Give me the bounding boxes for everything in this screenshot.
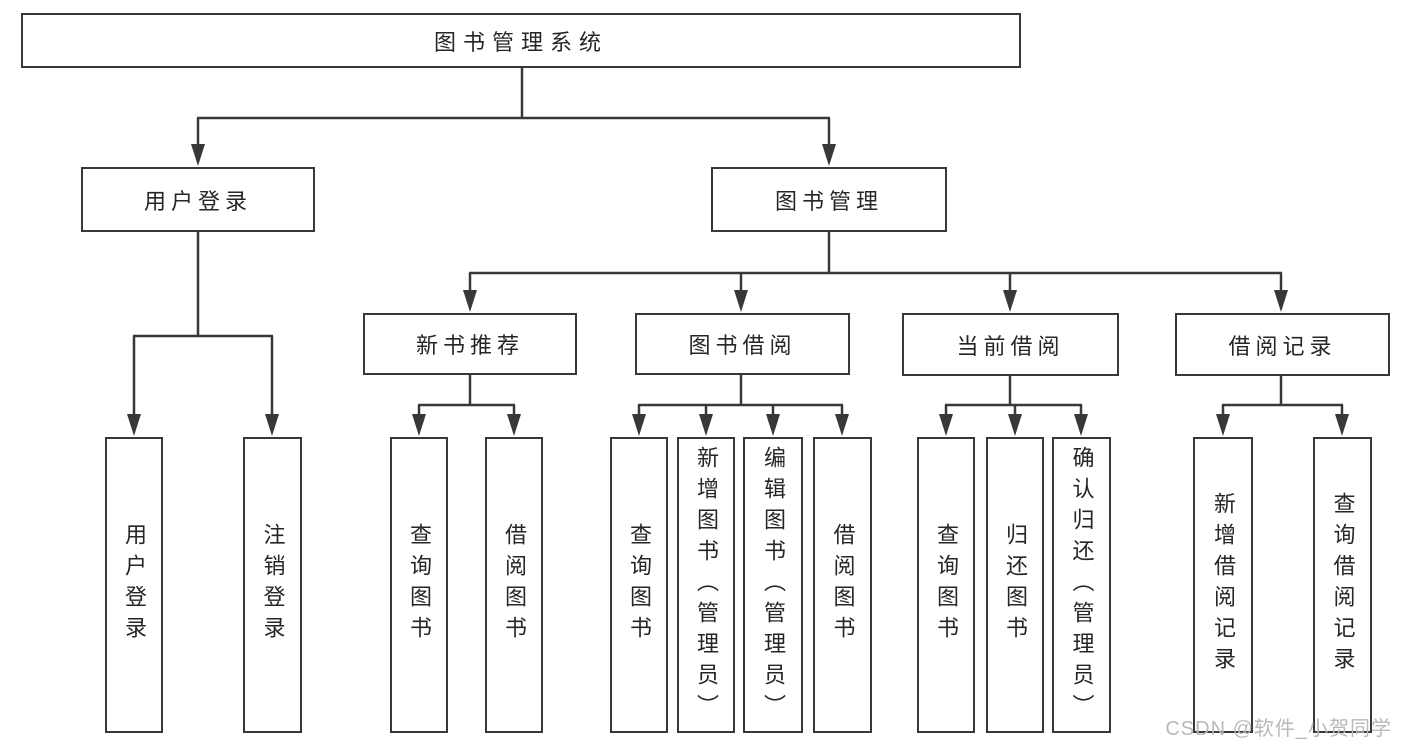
arrowhead-icon (822, 144, 836, 166)
node-leaf-return-book: 归还图书 (986, 437, 1044, 733)
node-library-management-system: 图书管理系统 (21, 13, 1021, 68)
node-leaf-query-books-2: 查询图书 (610, 437, 668, 733)
arrowhead-icon (463, 290, 477, 312)
arrowhead-icon (1074, 414, 1088, 436)
arrowhead-icon (507, 414, 521, 436)
arrowhead-icon (1335, 414, 1349, 436)
connector-new-books-to-leaves (412, 375, 521, 436)
node-leaf-confirm-return-admin: 确认归还（管理员） (1052, 437, 1111, 733)
arrowhead-icon (835, 414, 849, 436)
arrowhead-icon (1008, 414, 1022, 436)
node-leaf-logout: 注销登录 (243, 437, 302, 733)
csdn-watermark: CSDN @软件_小贺同学 (1165, 718, 1392, 740)
connector-book-mgmt-to-level3 (463, 232, 1288, 312)
arrowhead-icon (766, 414, 780, 436)
node-new-book-recommend: 新书推荐 (363, 313, 577, 375)
node-user-login: 用户登录 (81, 167, 315, 232)
arrowhead-icon (699, 414, 713, 436)
connector-root-to-level2 (191, 66, 836, 166)
arrowhead-icon (191, 144, 205, 166)
arrowhead-icon (1003, 290, 1017, 312)
node-leaf-add-book-admin: 新增图书（管理员） (677, 437, 735, 733)
arrowhead-icon (632, 414, 646, 436)
node-current-borrow: 当前借阅 (902, 313, 1119, 376)
connector-user-login-to-leaves (127, 232, 279, 436)
arrowhead-icon (412, 414, 426, 436)
connector-current-borrow-to-leaves (939, 375, 1088, 436)
node-leaf-borrow-books-1: 借阅图书 (485, 437, 543, 733)
node-leaf-add-borrow-record: 新增借阅记录 (1193, 437, 1253, 733)
arrowhead-icon (265, 414, 279, 436)
connector-book-borrow-to-leaves (632, 375, 849, 436)
node-leaf-query-borrow-record: 查询借阅记录 (1313, 437, 1372, 733)
node-book-borrow: 图书借阅 (635, 313, 850, 375)
node-leaf-query-books-1: 查询图书 (390, 437, 448, 733)
node-book-management: 图书管理 (711, 167, 947, 232)
node-borrow-records: 借阅记录 (1175, 313, 1390, 376)
node-leaf-user-login: 用户登录 (105, 437, 163, 733)
arrowhead-icon (1274, 290, 1288, 312)
node-leaf-edit-book-admin: 编辑图书（管理员） (743, 437, 803, 733)
connector-borrow-records-to-leaves (1216, 375, 1349, 436)
arrowhead-icon (939, 414, 953, 436)
node-leaf-borrow-books-2: 借阅图书 (813, 437, 872, 733)
arrowhead-icon (734, 290, 748, 312)
node-leaf-query-books-3: 查询图书 (917, 437, 975, 733)
arrowhead-icon (1216, 414, 1230, 436)
arrowhead-icon (127, 414, 141, 436)
